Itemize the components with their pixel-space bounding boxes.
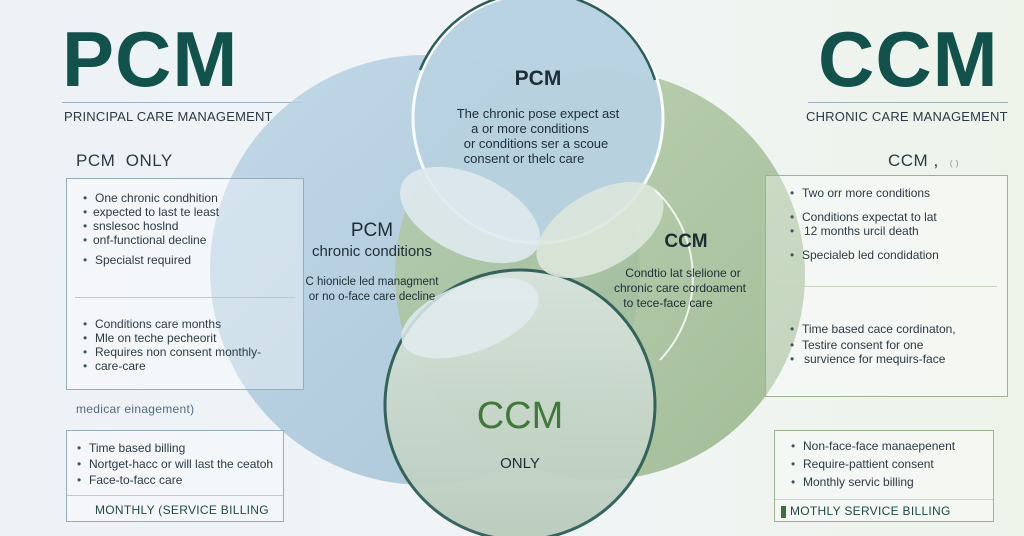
list-item: Two orr more conditions xyxy=(788,186,939,200)
list-item: snslesoc hoslnd xyxy=(81,219,219,233)
pcm-subtitle: PRINCIPAL CARE MANAGEMENT xyxy=(64,109,273,124)
list-item: Monthly servic billing xyxy=(789,475,955,489)
ccm-only-label: CCM , ( ) xyxy=(888,151,959,171)
venn-left-title: PCM xyxy=(351,220,393,241)
pcm-box-separator xyxy=(75,297,295,298)
venn-right-line-3: to tece-face care xyxy=(623,296,713,310)
ccm-box1-list: Two orr more conditions Conditions expec… xyxy=(788,186,939,262)
left-divider xyxy=(62,102,302,103)
ccm-footer-label: MOTHLY SERVICE BILLING xyxy=(781,504,951,518)
pcm-heading: PCM xyxy=(62,15,239,103)
venn-right-line-1: Condtio lat slelione or xyxy=(625,266,740,280)
ccm-heading: CCM xyxy=(818,15,999,103)
list-item: care-care xyxy=(81,359,261,373)
pcm-footer-label: MONTHLY (SERVICE BILLING xyxy=(95,503,269,517)
footer-mark-icon xyxy=(781,505,786,518)
list-item: Specialeb led condidation xyxy=(788,248,939,262)
venn-right-title: CCM xyxy=(664,231,707,252)
pcm-box1-list: One chronic condhition expected to last … xyxy=(81,191,219,267)
pcm-billing-box: Time based billing Nortget-hacc or will … xyxy=(66,430,284,522)
pcm-only-label: PCM ONLY xyxy=(76,151,173,170)
list-item: Testire consent for one xyxy=(788,338,956,352)
petal-bottom xyxy=(401,277,539,359)
list-item: Conditions care months xyxy=(81,317,261,331)
venn-left-subtitle: chronic conditions xyxy=(312,243,432,260)
venn-bottom-title: CCM xyxy=(477,395,564,437)
list-item: Requires non consent monthly- xyxy=(81,345,261,359)
venn-top-title: PCM xyxy=(515,67,562,90)
list-item: Non-face-face manaepenent xyxy=(789,439,955,453)
pcm-box3-list: Time based billing Nortget-hacc or will … xyxy=(75,441,273,487)
list-item: Require-pattient consent xyxy=(789,457,955,471)
ccm-footer-line xyxy=(775,499,993,500)
list-item: 12 months urcil death xyxy=(788,224,939,238)
list-item: Time based billing xyxy=(75,441,273,455)
petal-right xyxy=(536,181,664,279)
venn-bottom-subtitle: ONLY xyxy=(500,455,540,472)
list-item: Nortget-hacc or will last the ceatoh xyxy=(75,457,273,471)
right-arc xyxy=(654,189,694,361)
list-item: expected to last te least xyxy=(81,205,219,219)
list-item: Conditions expectat to lat xyxy=(788,210,939,224)
petal-left xyxy=(399,166,541,264)
ccm-only-text: CCM , xyxy=(888,151,939,170)
ccm-box3-list: Non-face-face manaepenent Require-pattie… xyxy=(789,439,955,489)
list-item: Face-to-facc care xyxy=(75,473,273,487)
right-divider xyxy=(808,102,1008,103)
ccm-subtitle: CHRONIC CARE MANAGEMENT xyxy=(806,109,1008,124)
list-item: Time based cace cordinaton, xyxy=(788,322,956,336)
ccm-billing-box: Non-face-face manaepenent Require-pattie… xyxy=(774,430,994,522)
venn-top-line-2: a or more conditions xyxy=(471,121,589,136)
venn-left-line-2: or no o-face care decline xyxy=(309,291,436,303)
venn-right-line-2: chronic care cordoament xyxy=(614,281,747,295)
ccm-footer-text: MOTHLY SERVICE BILLING xyxy=(790,504,951,518)
pcm-box2-list: Conditions care months Mle on teche pech… xyxy=(81,317,261,373)
list-item: Mle on teche pecheorit xyxy=(81,331,261,345)
top-arc xyxy=(418,0,657,81)
list-item: onf-functional decline xyxy=(81,233,219,247)
pcm-footer-line xyxy=(67,495,283,496)
pcm-only-box: One chronic condhition expected to last … xyxy=(66,178,304,390)
venn-top-line-3: or conditions ser a scoue xyxy=(464,136,609,151)
venn-top-line-1: The chronic pose expect ast xyxy=(457,106,620,121)
pcm-mid-label: medicar einagement) xyxy=(76,402,195,416)
list-item: Specialst required xyxy=(81,253,219,267)
venn-top-line-4: consent or thelc care xyxy=(464,151,585,166)
ccm-only-box: Two orr more conditions Conditions expec… xyxy=(765,175,1008,397)
ccm-only-small: ( ) xyxy=(949,159,959,168)
ccm-box2-list: Time based cace cordinaton, Testire cons… xyxy=(788,322,956,366)
list-item: survience for mequirs-face xyxy=(788,352,956,366)
list-item: One chronic condhition xyxy=(81,191,219,205)
ccm-box-separator xyxy=(776,286,997,287)
venn-left-line-1: C hionicle led managment xyxy=(306,276,440,288)
